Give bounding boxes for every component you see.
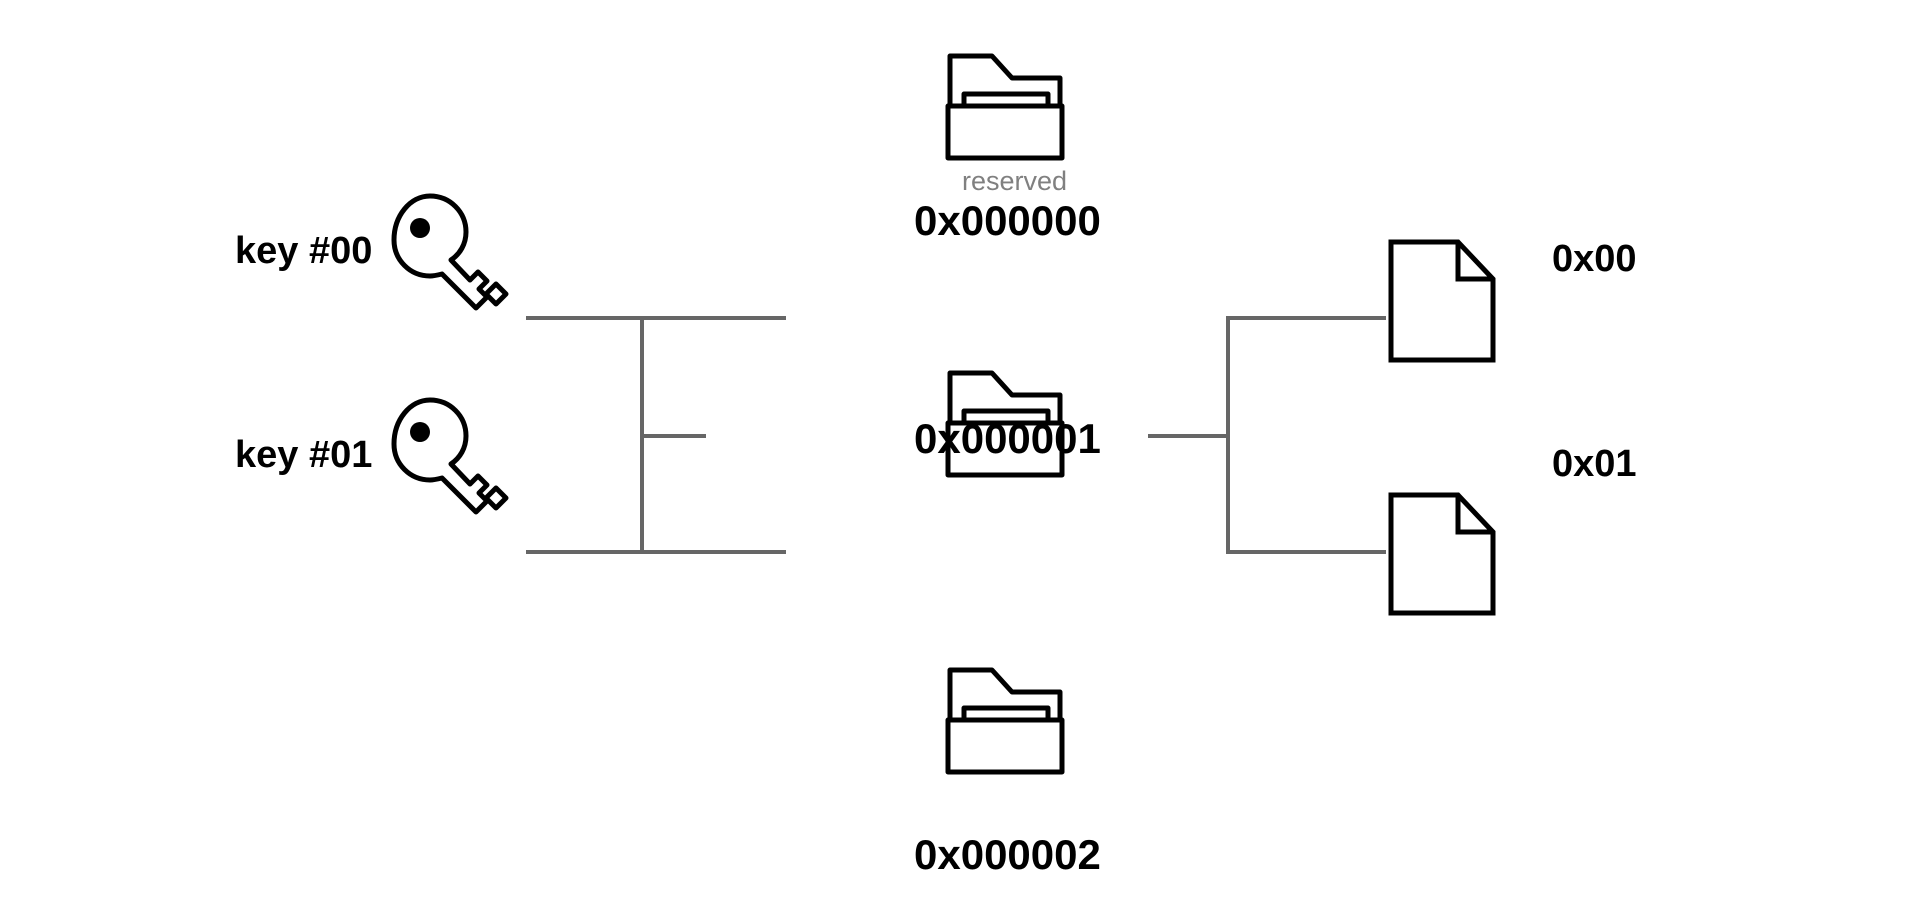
folder-icon xyxy=(944,662,1074,777)
key-icon xyxy=(390,397,515,515)
folder-address-0x000001: 0x000001 xyxy=(914,415,1101,462)
connector-key00-to-bracket xyxy=(526,316,786,320)
connector-right-bracket-spine xyxy=(1226,316,1230,554)
key-icon xyxy=(390,193,515,311)
file-icon xyxy=(1386,490,1498,618)
folder-icon xyxy=(944,365,1074,480)
connector-bracket-to-file00 xyxy=(1226,316,1386,320)
folder-note-reserved: reserved xyxy=(962,166,1068,196)
file-icon xyxy=(1386,237,1498,365)
key-label-01: key #01 xyxy=(235,434,373,476)
folder-address-0x000000: 0x000000 xyxy=(914,197,1101,244)
connector-folder-to-bracket xyxy=(1148,434,1226,438)
file-label-0x00: 0x00 xyxy=(1552,238,1637,280)
connector-key01-to-bracket xyxy=(526,550,786,554)
folder-address-0x000002: 0x000002 xyxy=(914,831,1101,878)
connector-bracket-to-folder xyxy=(640,434,706,438)
key-label-00: key #00 xyxy=(235,230,373,272)
connector-bracket-to-file01 xyxy=(1226,550,1386,554)
file-label-0x01: 0x01 xyxy=(1552,443,1637,485)
folder-icon xyxy=(944,48,1074,163)
